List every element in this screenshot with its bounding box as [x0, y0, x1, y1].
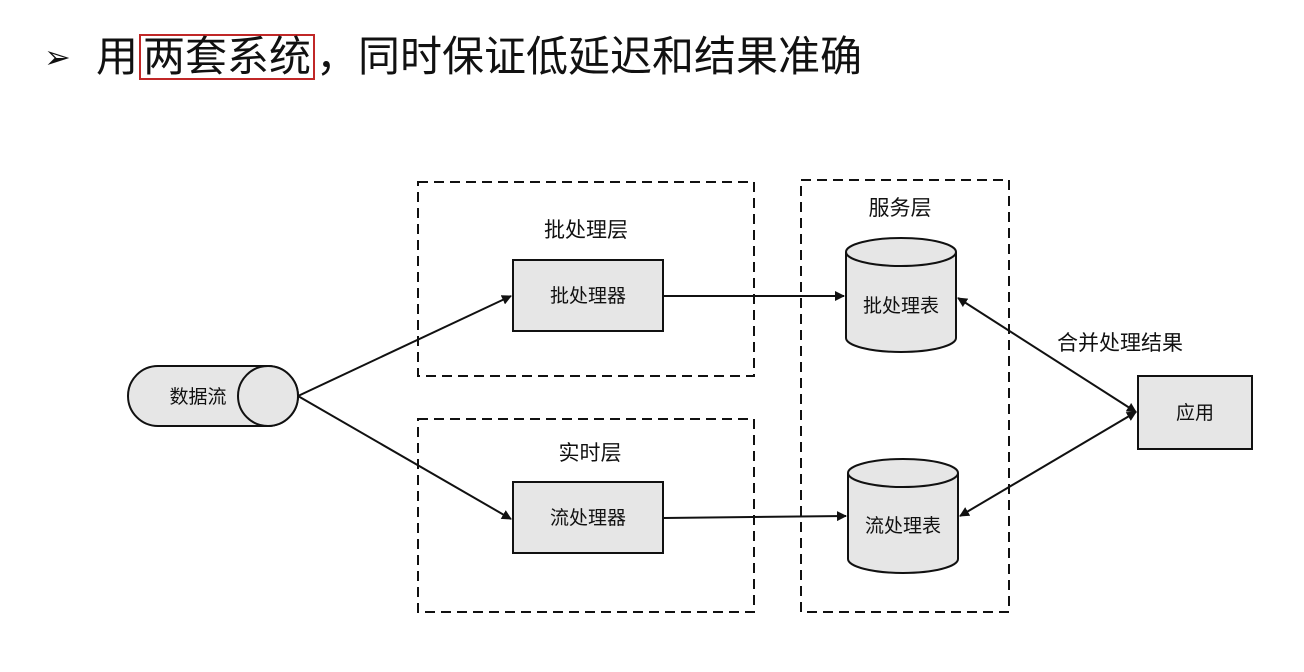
batch-processor-label: 批处理器: [550, 285, 626, 307]
bullet-arrow-icon: ➢: [44, 38, 71, 76]
merge-results-label: 合并处理结果: [1057, 331, 1183, 355]
application-label: 应用: [1176, 402, 1214, 424]
batch-processor-box: [512, 259, 664, 332]
application-node: 应用: [1137, 375, 1253, 450]
arrow-stream-to-batch: [297, 295, 512, 397]
title-prefix: 用: [96, 32, 139, 81]
batch-layer-frame: [417, 181, 755, 377]
batch-table-label: 批处理表: [863, 295, 939, 317]
realtime-layer-frame: [417, 418, 755, 613]
serving-layer-group: 服务层 批处理表 流处理表: [800, 179, 1010, 613]
arrow-stream-processor-to-table: [663, 511, 847, 522]
application-box: [1137, 375, 1253, 450]
serving-layer-title: 服务层: [869, 196, 932, 220]
slide-title: ➢ 用两套系统，同时保证低延迟和结果准确: [44, 22, 862, 92]
stream-processor-label: 流处理器: [550, 507, 626, 529]
arrow-stream-to-realtime: [297, 395, 512, 520]
stream-processor-box: [512, 481, 664, 554]
realtime-layer-title: 实时层: [559, 441, 622, 465]
arrow-batch-table-app-bidirectional: [957, 297, 1137, 413]
batch-layer-group: 批处理层 批处理器: [417, 181, 755, 377]
data-stream-label: 数据流: [169, 386, 226, 408]
batch-table-cylinder: 批处理表: [845, 237, 957, 353]
batch-layer-title: 批处理层: [544, 218, 628, 242]
title-suffix: ，同时保证低延迟和结果准确: [316, 32, 863, 81]
stream-table-cylinder: 流处理表: [847, 458, 959, 574]
arrow-stream-table-app-bidirectional: [959, 411, 1137, 517]
title-highlighted-text: 两套系统: [139, 34, 316, 80]
stream-table-label: 流处理表: [865, 515, 941, 537]
data-stream-node: 数据流: [127, 365, 299, 427]
realtime-layer-group: 实时层 流处理器: [417, 418, 755, 613]
